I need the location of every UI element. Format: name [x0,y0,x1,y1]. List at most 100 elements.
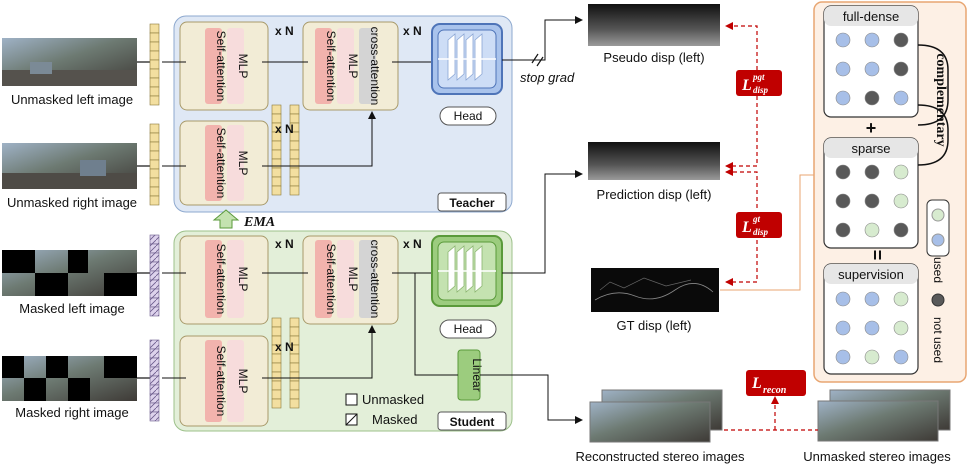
dot-not_used [835,222,851,238]
unmasked-token [149,132,160,143]
prediction-disp-image [588,142,720,180]
teacher-decoder [302,21,399,111]
dot-used [864,32,880,48]
teacher-mlp-1: MLP [236,54,250,79]
unmasked-token [271,317,282,328]
masked-token [149,288,160,299]
masked-token [149,393,160,404]
student-mlp-3: MLP [346,267,360,292]
masked-token [149,366,160,377]
teacher-self-attention-2: Self-attention [214,128,228,199]
dot-empty [893,320,909,336]
masked-token [149,297,160,308]
unmasked-token [289,317,300,328]
masked-right-label: Masked right image [15,405,128,420]
dot-not_used [864,90,880,106]
input-image-masked-left [2,250,137,296]
repeat-label-5: x N [403,237,422,251]
student-self-attention-1: Self-attention [214,244,228,315]
unmasked-token [149,150,160,161]
dot-empty [864,349,880,365]
loss-recon: L recon [746,370,806,396]
masked-token [149,384,160,395]
dot-not_used [893,61,909,77]
dot-used [835,90,851,106]
dot-empty [893,291,909,307]
loss-pgt: L pgt disp [736,70,782,96]
dot-used [835,291,851,307]
svg-text:recon: recon [763,385,787,396]
gt-disp-image [591,268,719,312]
student-head: Head [431,235,503,339]
unmasked-token [289,389,300,400]
teacher-encoder-right [179,120,269,206]
dot-used [835,61,851,77]
unmasked-token [271,149,282,160]
dot-not_used [864,164,880,180]
dot-not_used [835,193,851,209]
repeat-label-2: x N [403,24,422,38]
unmasked-token [271,185,282,196]
masked-token [149,261,160,272]
complementary-label: complementary [933,53,948,146]
unmasked-token [149,41,160,52]
unmasked-token [149,177,160,188]
student-encoder-right [179,335,269,427]
teacher-encoder-left [179,21,269,111]
masked-token [149,357,160,368]
unmasked-token [271,371,282,382]
dot-used [835,349,851,365]
input-image-unmasked-right [2,143,137,189]
unmasked-token [289,326,300,337]
student-cross-attention: cross-attention [368,240,382,319]
student-decoder [302,235,399,325]
unmasked-token [289,149,300,160]
dot-grids [835,32,909,365]
unmasked-token [149,168,160,179]
svg-text:gt: gt [752,214,761,224]
masked-token [149,279,160,290]
svg-text:L: L [741,219,752,236]
unmasked-token [289,362,300,373]
dot-used [864,291,880,307]
masked-token [149,270,160,281]
unmasked-token [271,176,282,187]
unmasked-token [271,158,282,169]
unmasked-token [271,326,282,337]
repeat-label-3: x N [275,122,294,136]
masked-token [149,339,160,350]
linear-label: Linear [470,358,484,391]
masked-token [149,402,160,413]
student-self-attention-2: Self-attention [214,346,228,417]
unmasked-stereo-label: Unmasked stereo images [803,449,951,464]
student-self-attention-3: Self-attention [324,244,338,315]
unmasked-token [149,186,160,197]
unmasked-token [149,32,160,43]
repeat-label-1: x N [275,24,294,38]
dot-empty [893,193,909,209]
prediction-disp-label: Prediction disp (left) [597,187,712,202]
unmasked-token [289,371,300,382]
unmasked-token [271,353,282,364]
dot-used [835,320,851,336]
dot-empty [864,222,880,238]
dot-used [835,32,851,48]
sparse-box: sparse [823,137,919,249]
dot-not_used [893,32,909,48]
unmasked-token [271,362,282,373]
unmasked-token [289,158,300,169]
reconstructed-label: Reconstructed stereo images [575,449,745,464]
input-image-unmasked-left [2,38,137,86]
used-label: used [931,257,945,283]
repeat-label-6: x N [275,340,294,354]
unmasked-token [271,140,282,151]
unmasked-token [271,380,282,391]
supervision-label: supervision [838,267,904,282]
unmasked-token [149,159,160,170]
teacher-cross-attention: cross-attention [368,27,382,106]
legend-unmasked: Unmasked [362,392,424,407]
dot-empty [893,164,909,180]
teacher-label: Teacher [449,196,494,210]
teacher-head-label: Head [454,109,483,123]
